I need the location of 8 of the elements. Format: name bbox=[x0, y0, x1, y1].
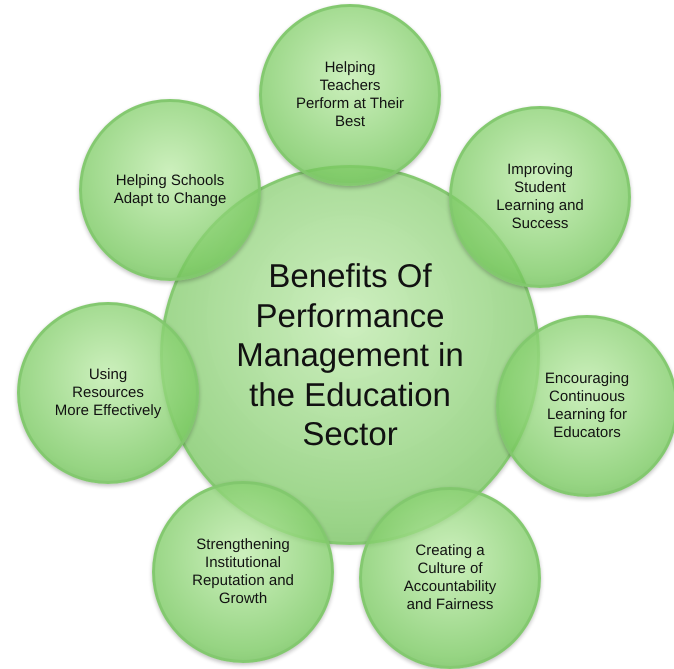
node-text: Strengthening Institutional Reputation and Growth bbox=[191, 536, 295, 608]
node-text: Helping Teachers Perform at Their Best bbox=[295, 59, 405, 131]
center-title: Benefits Of Performance Management in the Education Sector bbox=[235, 256, 465, 454]
node-text: Encouraging Continuous Learning for Educators bbox=[544, 370, 630, 442]
node-text: Creating a Culture of Accountability and Fairness bbox=[402, 542, 498, 614]
node-text: Improving Student Learning and Success bbox=[495, 161, 585, 233]
node-text: Using Resources More Effectively bbox=[54, 366, 162, 420]
node-text: Helping Schools Adapt to Change bbox=[112, 172, 228, 208]
